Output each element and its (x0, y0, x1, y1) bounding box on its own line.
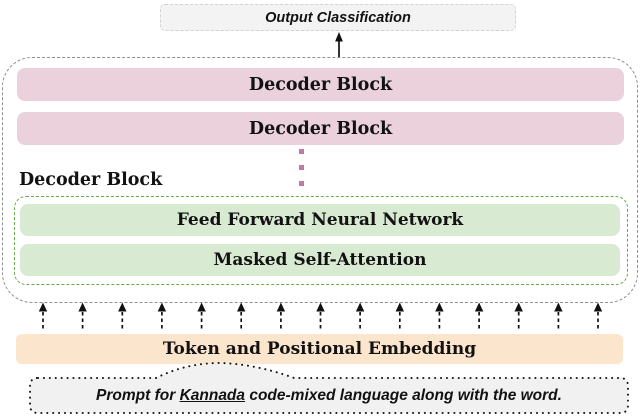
decoder-block-bar-2: Decoder Block (17, 112, 624, 145)
decoder-stack-container: Decoder Block Decoder Block Decoder Bloc… (2, 57, 638, 303)
token-positional-embedding-bar: Token and Positional Embedding (16, 334, 623, 364)
vertical-ellipsis-icon (299, 149, 305, 197)
feed-forward-bar: Feed Forward Neural Network (20, 204, 620, 236)
prompt-text: Prompt for Kannada code-mixed language a… (30, 379, 628, 413)
output-classification-box: Output Classification (160, 4, 516, 31)
masked-self-attention-bar: Masked Self-Attention (20, 244, 620, 276)
prompt-suffix: code-mixed language along with the word. (245, 387, 562, 404)
output-classification-label: Output Classification (265, 9, 411, 26)
prompt-prefix: Prompt for (96, 387, 180, 404)
ellipsis-dot (299, 181, 304, 186)
decoder-block-bar-1: Decoder Block (17, 68, 624, 101)
underlined-language-name: Kannada (179, 387, 246, 404)
expanded-decoder-block-label: Decoder Block (19, 170, 163, 190)
ellipsis-dot (299, 149, 304, 154)
decoder-internals-container: Feed Forward Neural Network Masked Self-… (14, 196, 628, 285)
ellipsis-dot (299, 165, 304, 170)
